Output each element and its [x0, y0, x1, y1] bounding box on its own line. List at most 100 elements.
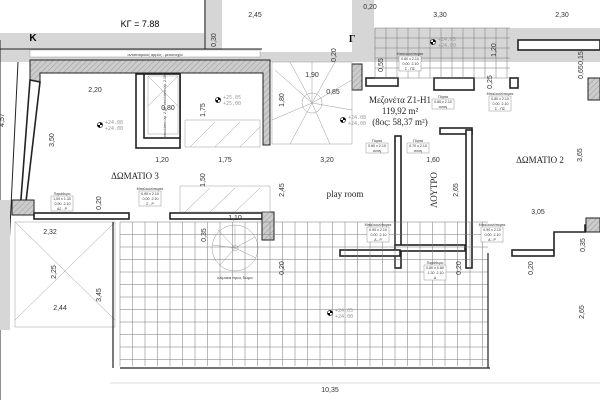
room-label-bedroom-3: ΔΩΜΑΤΙΟ 3 [111, 171, 159, 181]
dimension-label: 2,20 [88, 87, 102, 94]
opening-height: 2.10 [412, 62, 419, 66]
dimension-label: 4,57 [0, 113, 6, 127]
dimension-label: 0,20 [331, 48, 338, 62]
opening-size: 0.90 x 2.10 [141, 192, 159, 196]
unit-floor-area: (8ος: 58,37 m²) [372, 117, 428, 127]
opening-type: Μπαλκονόπορτα [137, 187, 164, 191]
dimension-label: 0,35 [580, 238, 587, 252]
dimension-label: 10,35 [321, 387, 339, 394]
closet-label: ντουλάπα ύψ. 2.10 [163, 107, 167, 137]
dimension-label: 1,75 [218, 157, 232, 164]
opening-type: Πόρτα [413, 139, 423, 143]
opening-code: Σ - ΠΣ [405, 67, 416, 71]
opening-sill: 0.00 [143, 197, 150, 201]
opening-sill: 0.00 [493, 102, 500, 106]
dimension-label: 1,80 [279, 93, 286, 107]
level-bottom: +25.00 [223, 101, 241, 107]
opening-type: Μπαλκονόπορτα [397, 52, 424, 56]
balcony-grid [374, 27, 510, 79]
opening-size: 1.00 x 1.30 [53, 197, 71, 201]
opening-type: Μπαλκονόπορτα [487, 92, 514, 96]
dimension-label: 0,15 [578, 51, 585, 65]
dimension-label: 0,25 [487, 75, 494, 89]
opening-code: A [434, 276, 437, 280]
dimension-label: 0,65 [578, 65, 585, 79]
dimension-label: 2,45 [248, 12, 262, 19]
dimension-label: 1,50 [200, 173, 207, 187]
level-marker-icon [326, 309, 334, 317]
opening-type: Μπαλκονόπορτα [365, 223, 392, 227]
opening-code: ανοιγ [439, 105, 448, 109]
level-marker: +24.08+24.00 [339, 115, 366, 127]
opening-type: Παράθυρο [54, 192, 71, 196]
opening-code: A2 - P [57, 207, 68, 211]
dimension-label: 0,30 [211, 33, 218, 47]
opening-code: ανοιγ [373, 149, 382, 153]
dimension-label: 2,32 [43, 229, 57, 236]
opening-height: 2.10 [380, 233, 387, 237]
level-top: +24.08 [105, 120, 123, 126]
opening-type: Πόρτα [372, 139, 382, 143]
dimension-label: 3,05 [531, 209, 545, 216]
level-top: +24.05 [335, 308, 353, 314]
dimension-label: 0,55 [378, 58, 385, 72]
dimension-label: 3,45 [96, 288, 103, 302]
opening-height: 2.10 [64, 202, 71, 206]
dimension-label: 1,75 [200, 103, 207, 117]
dimension-label: 2,44 [53, 305, 67, 312]
dimension-label: 1,20 [491, 43, 498, 57]
level-top: +24.05 [438, 37, 456, 43]
dimension-label: 1,60 [426, 157, 440, 164]
opening-sill: 0.00 [403, 62, 410, 66]
dimension-label: 0,35 [201, 228, 208, 242]
dimension-label: 0,85 [326, 89, 340, 96]
dimension-label: 3,20 [320, 157, 334, 164]
opening-size: 0.80 x 2.10 [401, 57, 419, 61]
opening-height: 2.10 [502, 102, 509, 106]
opening-size: 0.80 x 2.10 [491, 97, 509, 101]
dimension-label: 2,65 [453, 183, 460, 197]
level-marker: +25.05+25.00 [214, 95, 241, 107]
level-bottom: +24.00 [438, 43, 456, 49]
opening-type: Παράθυρο [427, 261, 444, 265]
level-marker: +24.08+24.00 [96, 120, 123, 132]
dimension-label: 0,20 [363, 4, 377, 11]
opening-type: Πόρτα [438, 95, 448, 99]
room-label-bathroom: ΛΟΥΤΡΟ [429, 172, 439, 208]
opening-size: 0.80 x 2.10 [368, 144, 386, 148]
level-marker-icon [339, 116, 347, 124]
dimension-label: 1,90 [305, 72, 319, 79]
dimension-label: 0,20 [456, 261, 463, 275]
level-marker: +24.05+24.00 [326, 308, 353, 320]
dimension-label: 2,30 [555, 12, 569, 19]
level-bottom: +24.00 [348, 121, 366, 127]
unit-area: 119,92 m² [382, 106, 419, 116]
level-marker: +24.05+24.00 [429, 37, 456, 49]
opening-code: Σ - ΠΣ [495, 107, 506, 111]
opening-sill: 0.00 [485, 233, 492, 237]
opening-sill: 0.00 [371, 233, 378, 237]
dimension-label: 0,80 [161, 105, 175, 112]
opening-size: 0.90 x 2.10 [369, 228, 387, 232]
level-top: +25.05 [223, 95, 241, 101]
opening-size: 0.80 x 0.80 [426, 266, 444, 270]
level-bottom: +24.00 [335, 314, 353, 320]
opening-code: ανοιγ [414, 149, 423, 153]
corner-g-label: Γ [349, 34, 355, 45]
terrace-grid [119, 221, 488, 366]
dimension-label: 1,10 [228, 215, 242, 222]
level-marker-icon [214, 96, 222, 104]
level-marker-icon [96, 121, 104, 129]
level-marker-icon [429, 38, 437, 46]
closet-label: ντουλάπα ύψ. 2.10 [163, 75, 167, 105]
